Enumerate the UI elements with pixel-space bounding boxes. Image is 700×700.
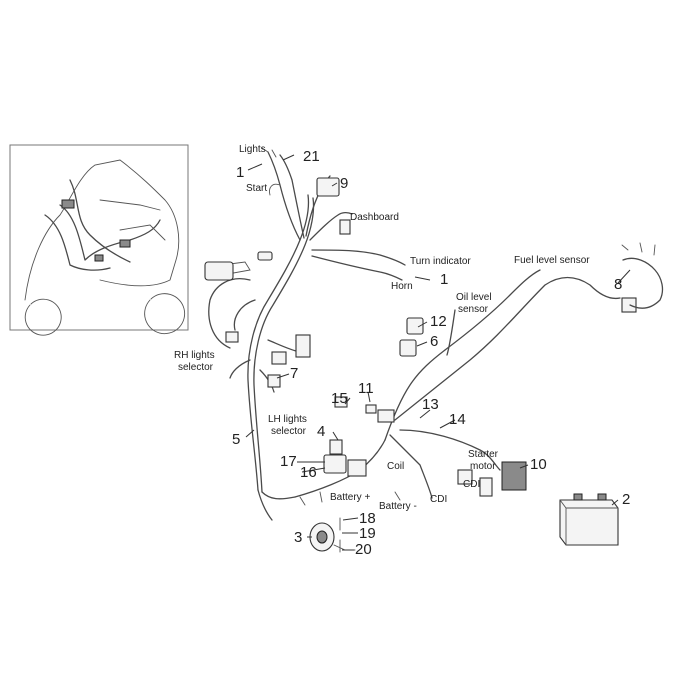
callout-3: 3: [294, 529, 302, 546]
callout-13: 13: [422, 396, 439, 413]
label-start: Start: [246, 183, 267, 194]
callout-16: 16: [300, 464, 317, 481]
callout-5: 5: [232, 431, 240, 448]
callout-1a: 1: [236, 164, 244, 181]
label-lh-lights-line1: LH lights: [268, 414, 307, 425]
callout-6: 6: [430, 333, 438, 350]
label-rh-lights-line1: RH lights: [174, 350, 215, 361]
callout-7: 7: [290, 365, 298, 382]
label-dashboard: Dashboard: [350, 212, 399, 223]
label-starter-line1: Starter: [468, 449, 499, 460]
label-battery-minus: Battery -: [379, 501, 417, 512]
label-fuel-level-sensor: Fuel level sensor: [514, 255, 590, 266]
label-coil: Coil: [387, 461, 404, 472]
label-oil-level-line2: sensor: [458, 304, 489, 315]
callout-1b: 1: [440, 271, 448, 288]
callout-12: 12: [430, 313, 447, 330]
callout-15: 15: [331, 390, 348, 407]
label-battery-plus: Battery +: [330, 492, 370, 503]
callout-20: 20: [355, 541, 372, 558]
callout-10: 10: [530, 456, 547, 473]
battery: [559, 493, 619, 546]
callout-19: 19: [359, 525, 376, 542]
callout-17: 17: [280, 453, 297, 470]
callout-18: 18: [359, 510, 376, 527]
callout-11: 11: [358, 380, 374, 397]
scooter-inset: [9, 144, 189, 336]
callout-8: 8: [614, 276, 622, 293]
label-cdi-1: CDI: [463, 479, 480, 490]
label-lh-lights-line2: selector: [271, 426, 307, 437]
callout-14: 14: [449, 411, 466, 428]
label-starter-line2: motor: [470, 461, 496, 472]
callout-2: 2: [622, 491, 630, 508]
callout-21: 21: [303, 148, 320, 165]
leader-lines: [245, 154, 631, 551]
label-cdi-2: CDI: [430, 494, 447, 505]
label-turn-indicator: Turn indicator: [410, 256, 471, 267]
label-oil-level-line1: Oil level: [456, 292, 492, 303]
horn: [309, 517, 356, 553]
label-horn: Horn: [391, 281, 413, 292]
callout-9: 9: [340, 175, 348, 192]
center-components: [299, 177, 664, 506]
label-lights: Lights: [239, 144, 266, 155]
callout-4: 4: [317, 423, 325, 440]
label-rh-lights-line2: selector: [178, 362, 214, 373]
